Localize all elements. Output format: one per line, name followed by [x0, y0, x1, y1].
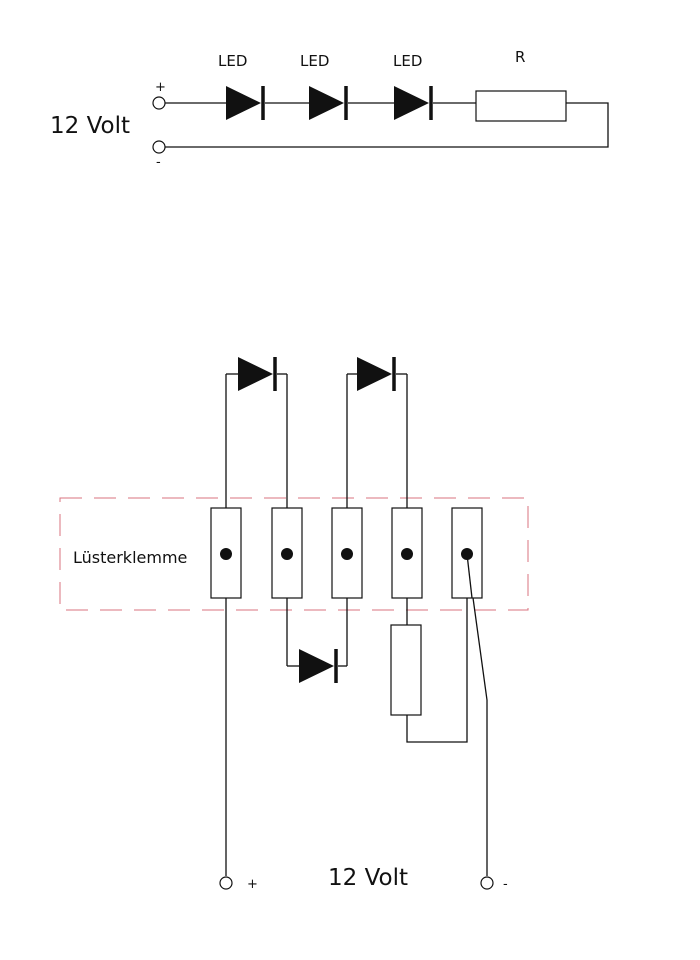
top-wire-return: [165, 102, 609, 148]
top-led-1-label: LED: [218, 52, 247, 70]
top-voltage-label: 12 Volt: [50, 113, 130, 139]
top-led-3: [394, 86, 433, 120]
terminal-block-circuit: Lüsterklemme: [59, 357, 529, 892]
wire-t5-to-minus: [466, 553, 488, 876]
terminal-screw-3: [341, 548, 353, 560]
bottom-resistor: [390, 624, 422, 716]
top-plus-terminal: [152, 96, 166, 110]
led-a-anode-icon: [238, 357, 273, 391]
led-c: [299, 649, 338, 683]
wire-resistor-to-t5: [406, 554, 468, 743]
top-led-2: [309, 86, 348, 120]
top-resistor: [475, 90, 567, 122]
top-led-1-anode-icon: [226, 86, 261, 120]
bottom-plus-terminal: [219, 876, 233, 890]
bottom-plus-sign: +: [247, 877, 258, 892]
bottom-voltage-label: 12 Volt: [328, 865, 408, 891]
bottom-minus-terminal: [480, 876, 494, 890]
led-b-anode-icon: [357, 357, 392, 391]
terminal-screw-4: [401, 548, 413, 560]
top-resistor-label: R: [515, 48, 525, 66]
top-led-3-anode-icon: [394, 86, 429, 120]
led-a: [238, 357, 277, 391]
terminal-block-outline: [59, 497, 529, 611]
wire-t5-internal: [466, 553, 473, 599]
terminal-screw-5: [461, 548, 473, 560]
terminal-screw-1: [220, 548, 232, 560]
top-led-3-label: LED: [393, 52, 422, 70]
top-plus-sign: +: [155, 80, 166, 95]
top-minus-terminal: [152, 140, 166, 154]
led-c-anode-icon: [299, 649, 334, 683]
terminal-block-label: Lüsterklemme: [73, 548, 187, 567]
led-b: [357, 357, 396, 391]
top-led-2-anode-icon: [309, 86, 344, 120]
bottom-minus-sign: -: [503, 877, 508, 892]
top-led-2-label: LED: [300, 52, 329, 70]
top-led-1: [226, 86, 265, 120]
top-minus-sign: -: [156, 155, 161, 170]
series-circuit: 12 Volt + - LED LED LED R: [50, 48, 609, 170]
terminal-screw-2: [281, 548, 293, 560]
